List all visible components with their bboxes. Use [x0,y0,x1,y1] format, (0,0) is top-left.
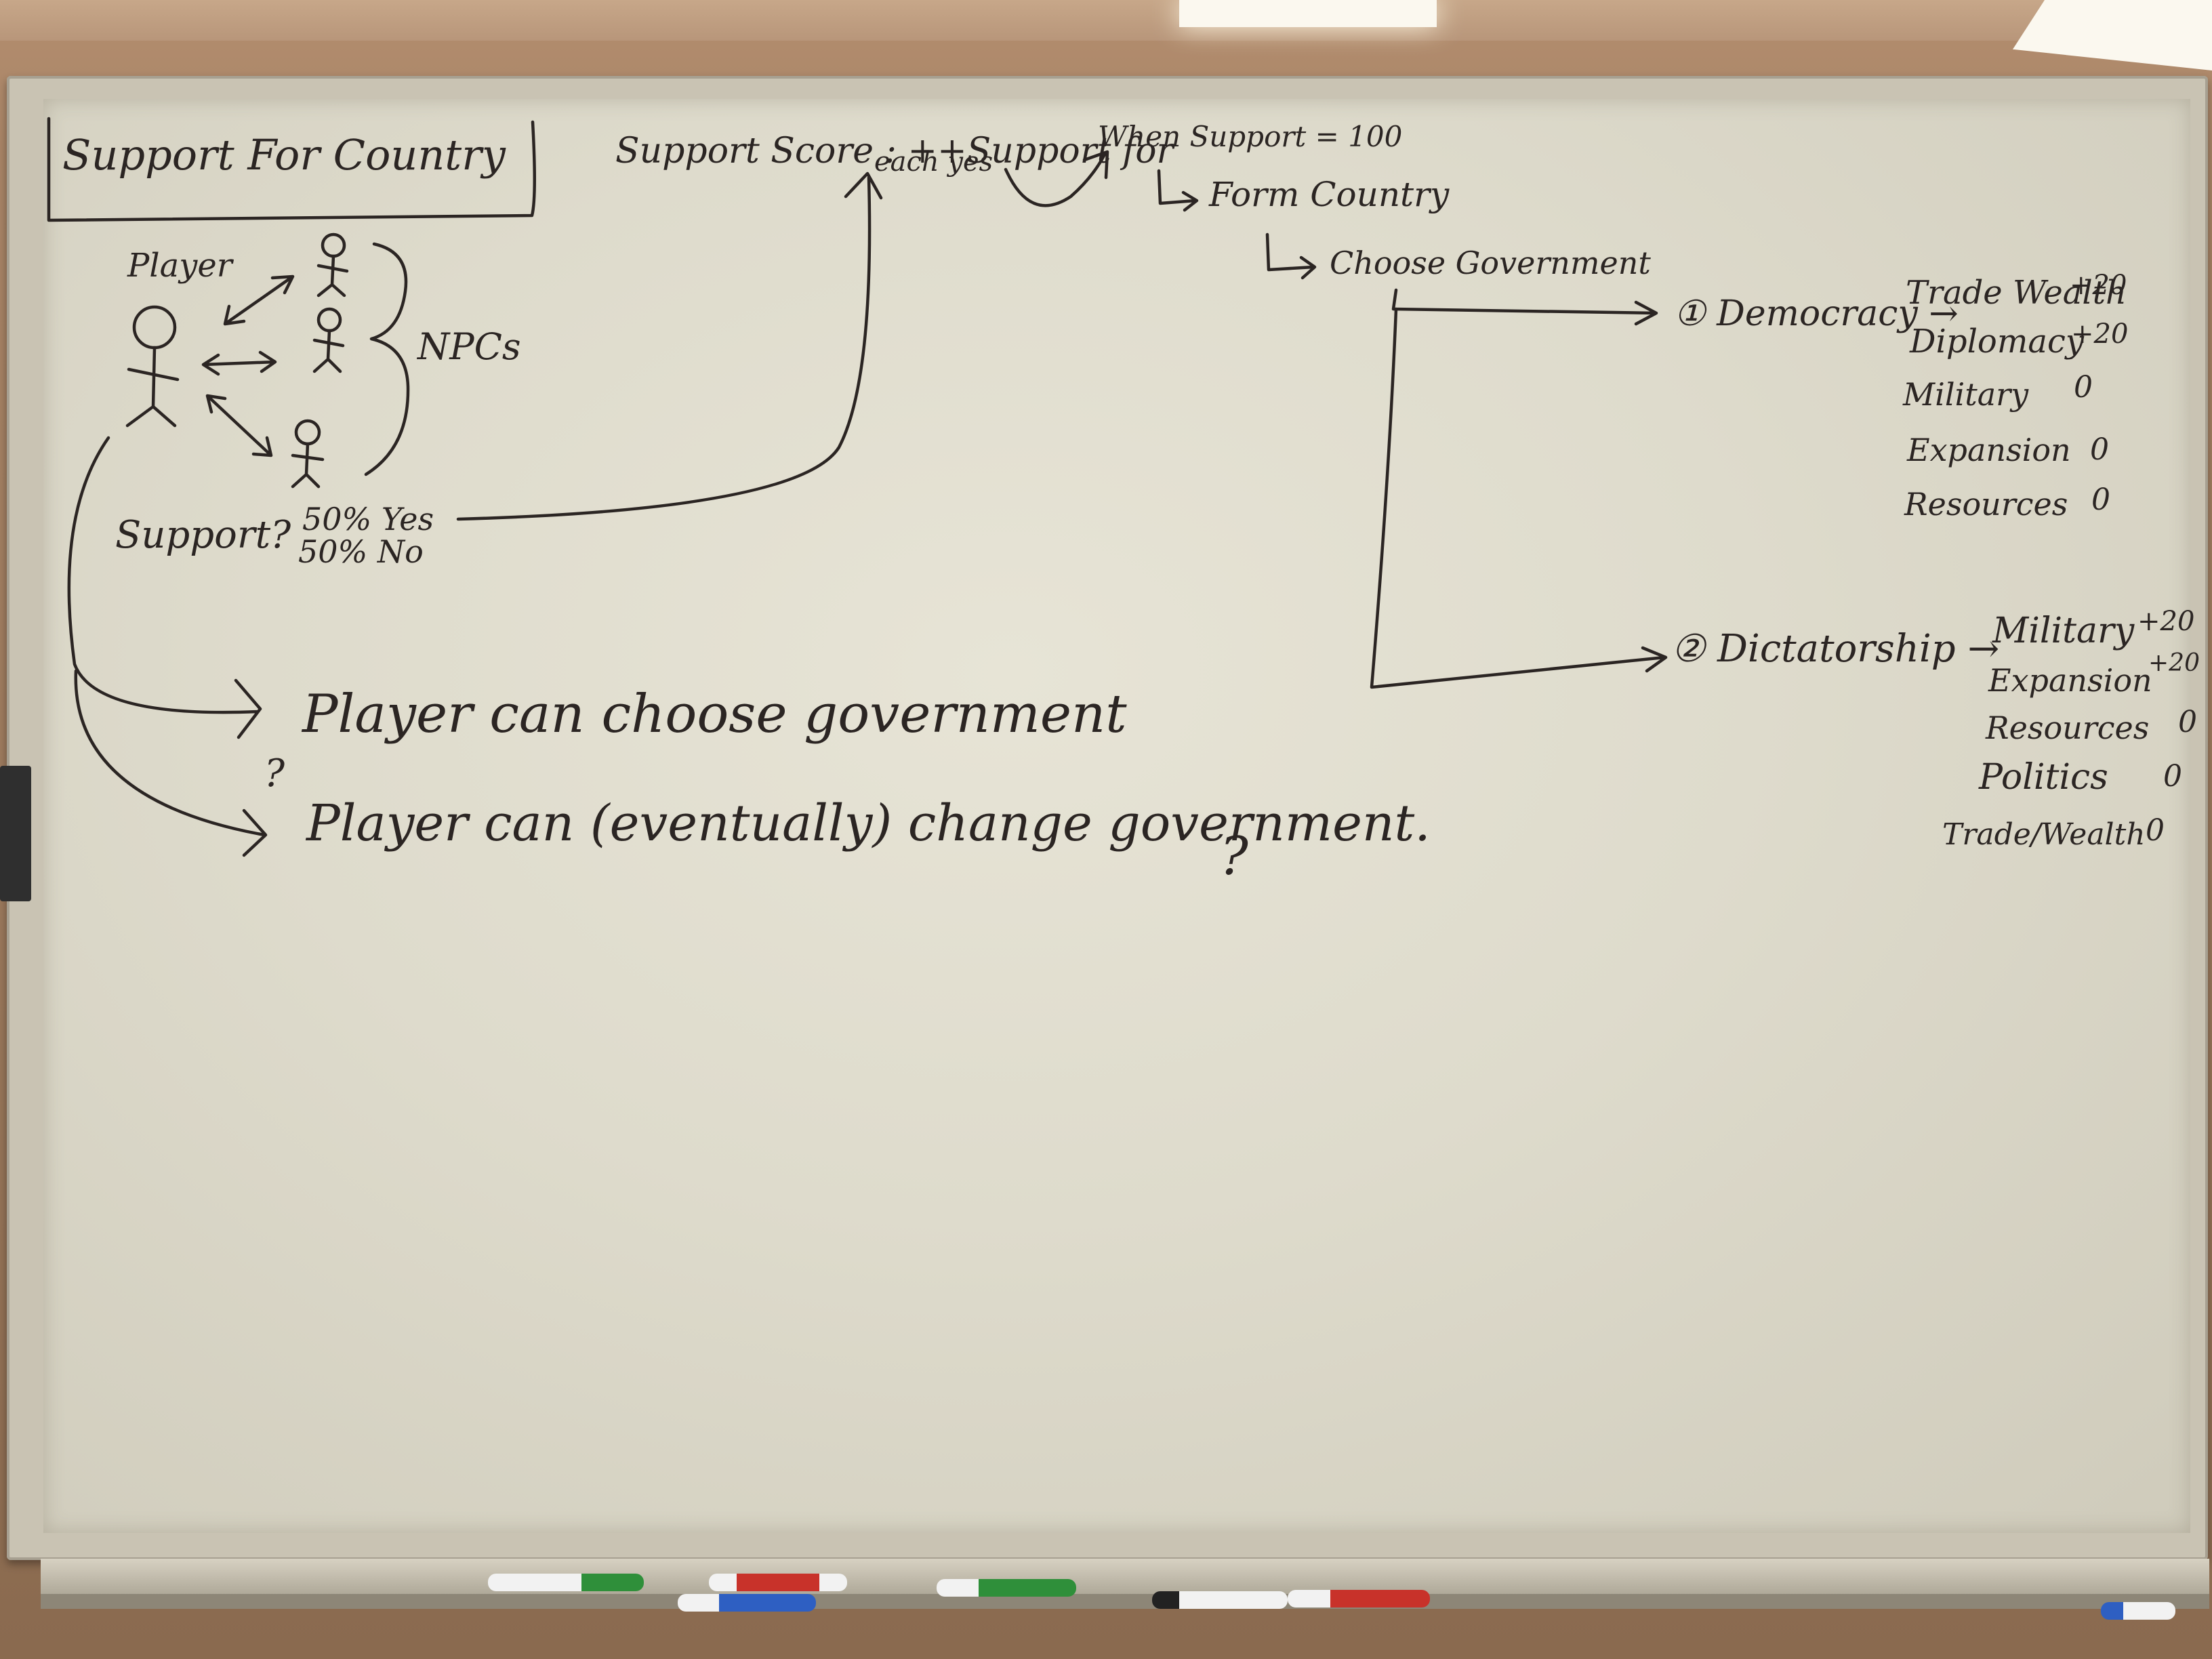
ceiling [0,0,2212,41]
green-marker[interactable] [488,1574,644,1591]
board-clip [0,766,31,901]
stat-value: 0 [2178,705,2197,739]
marker-tray [41,1559,2209,1599]
stat-value: +20 [2071,319,2128,350]
stat-label: Trade Wealth [1906,274,2127,312]
stat-value: 0 [2090,432,2109,467]
government-name: ① Democracy → [1674,293,1959,334]
stat-value: +20 [2070,270,2127,301]
npc-stick-figure [312,307,345,373]
support-score-line2: each yes [874,146,993,178]
note-arrow [74,669,268,857]
player-stick-figure [125,305,180,428]
blue-marker[interactable] [678,1594,816,1612]
stat-label: Military [1992,611,2135,651]
stat-label: Trade/Wealth [1942,817,2146,852]
black-marker[interactable] [1152,1591,1288,1609]
stat-label: Expansion [1906,432,2071,468]
when-support: When Support = 100 [1098,120,1402,153]
stat-label: Resources [1985,710,2149,746]
whiteboard-surface [43,99,2190,1533]
red-marker[interactable] [709,1574,847,1591]
npc-stick-figure [291,419,325,489]
stat-value: +20 [2148,649,2200,677]
stat-value: 0 [2091,483,2110,517]
loop-arrow [1004,152,1107,207]
tray-lip [41,1594,2209,1609]
branch-arrow-democracy [1391,288,1658,326]
stat-label: Diplomacy [1909,323,2085,361]
no-line: 50% No [298,533,424,570]
arrowhead [844,171,883,200]
support-score-line1: Support Score : ++Support for [615,131,1176,171]
arrowhead [1082,150,1109,180]
green-marker[interactable] [937,1579,1076,1597]
stat-label: Expansion [1988,662,2152,699]
form-country: Form Country [1208,175,1450,214]
red-marker[interactable] [1288,1590,1430,1607]
double-arrow [201,350,277,376]
npc-stick-figure [316,232,349,298]
choose-government: Choose Government [1330,245,1651,281]
stat-value: 0 [2163,759,2182,794]
double-arrow [205,394,273,457]
stat-value: +20 [2137,606,2194,637]
note-can-change: Player can (eventually) change governmen… [305,794,1431,853]
branch-arrow-dictatorship [1370,307,1668,689]
stat-value: 0 [2146,813,2165,848]
stat-value: 0 [2074,370,2093,405]
npc-brace [364,242,410,476]
stat-label: Military [1902,376,2029,413]
note-question-mark: ? [264,752,285,796]
title: Support For Country [62,130,506,180]
note-can-choose: Player can choose government [301,684,1127,745]
note-arrow [67,436,262,739]
blue-marker[interactable] [2101,1602,2175,1620]
stat-label: Resources [1904,486,2068,523]
yes-line: 50% Yes [302,501,434,537]
step-arrow [1265,232,1317,280]
step-arrow [1157,169,1199,212]
player-label: Player [127,247,234,285]
note-question-mark: ? [1220,826,1249,887]
double-arrow [223,274,295,326]
support-curve-arrow [456,176,872,521]
government-name: ② Dictatorship → [1671,627,1999,671]
support-question: Support? [115,513,291,557]
stat-label: Politics [1978,757,2108,798]
npcs-label: NPCs [416,325,521,368]
ceiling-light [1179,0,1437,27]
title-box [47,117,536,222]
